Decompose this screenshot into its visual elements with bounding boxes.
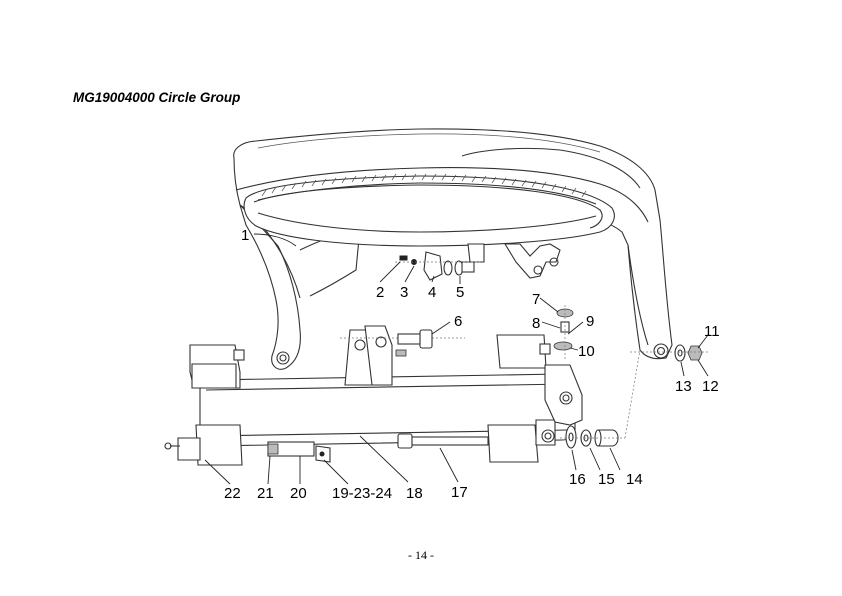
label-part-15: 15 xyxy=(598,471,615,488)
label-part-16: 16 xyxy=(569,471,586,488)
parts-7-10 xyxy=(553,305,574,360)
label-part-18: 18 xyxy=(406,485,423,502)
drawbar-beam xyxy=(164,325,583,466)
parts-19-24 xyxy=(267,441,331,463)
circle-frame xyxy=(233,128,673,370)
bolt-17 xyxy=(397,433,489,449)
label-part-6: 6 xyxy=(454,313,462,330)
label-part-9: 9 xyxy=(586,313,594,330)
leader-lines xyxy=(204,233,709,485)
page-title: MG19004000 Circle Group xyxy=(73,90,241,105)
label-part-20: 20 xyxy=(290,485,307,502)
label-part-22: 22 xyxy=(224,485,241,502)
label-part-2: 2 xyxy=(376,284,384,301)
pin-6 xyxy=(395,329,433,357)
label-part-3: 3 xyxy=(400,284,408,301)
label-part-13: 13 xyxy=(675,378,692,395)
label-part-12: 12 xyxy=(702,378,719,395)
label-part-11: 11 xyxy=(704,323,720,340)
label-part-19-23-24: 19-23-24 xyxy=(332,485,392,502)
label-part-4: 4 xyxy=(428,284,436,301)
gear-ring xyxy=(243,173,615,279)
label-part-21: 21 xyxy=(257,485,274,502)
parts-14-16 xyxy=(560,349,641,449)
label-part-1: 1 xyxy=(241,227,249,244)
small-parts-2-5 xyxy=(395,251,480,281)
page-number: - 14 - xyxy=(408,548,434,562)
label-part-8: 8 xyxy=(532,315,540,332)
label-part-14: 14 xyxy=(626,471,643,488)
label-part-10: 10 xyxy=(578,343,595,360)
label-part-7: 7 xyxy=(532,291,540,308)
label-part-5: 5 xyxy=(456,284,464,301)
label-part-17: 17 xyxy=(451,484,468,501)
